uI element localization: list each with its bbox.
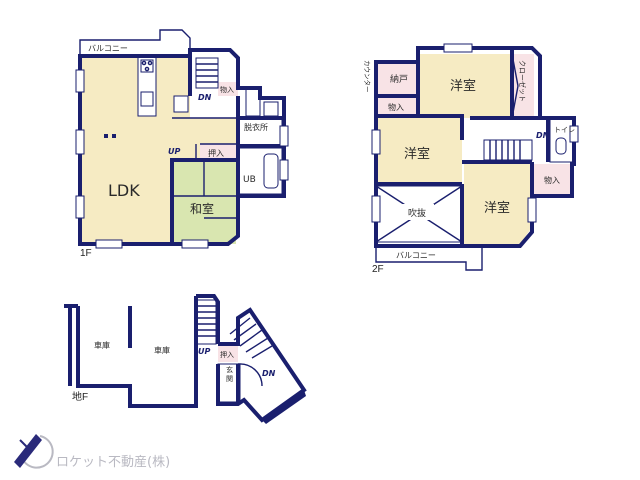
youshitsu-2f-b-room xyxy=(376,118,462,184)
stair-down-2f-label: DN xyxy=(536,131,550,140)
oshiire-b-room xyxy=(218,344,238,362)
monoire-2f-a-room xyxy=(376,96,416,116)
monoire-2f-a-label: 物入 xyxy=(388,102,404,112)
genkan-label: 玄関 xyxy=(226,365,233,383)
toilet-1f xyxy=(245,87,261,117)
monoire-2f-b-label: 物入 xyxy=(544,175,560,185)
stair-down-1f-label: DN xyxy=(198,93,212,102)
youshitsu-2f-a-label: 洋室 xyxy=(450,78,476,94)
fukinuke-label: 吹抜 xyxy=(408,207,426,219)
nando-label: 納戸 xyxy=(390,73,408,85)
balcony-1f-label: バルコニー xyxy=(88,44,128,53)
toilet-2f-bowl xyxy=(555,137,567,155)
oshiire-1f-room xyxy=(200,144,236,160)
youshitsu-2f-a-room xyxy=(420,54,512,118)
monoire-1f-label: 物入 xyxy=(220,85,234,94)
washbasin xyxy=(263,101,279,117)
floor-2f: DN バルコニー カウンター 納戸 物入 洋室 クローゼット 洋室 xyxy=(363,43,579,275)
floor-basement: 車庫 車庫 UP 押入 玄関 DN 地F xyxy=(64,294,307,424)
stairs-basement-down xyxy=(229,317,273,359)
floor-1f-tag: 1F xyxy=(80,248,92,259)
sink-icon xyxy=(140,91,154,107)
fukinuke-label-bg xyxy=(402,204,434,220)
bathtub xyxy=(263,153,279,189)
stairs-1f xyxy=(195,57,219,89)
stove-icon xyxy=(140,59,154,73)
balcony-2f xyxy=(375,248,483,271)
bath-label: UB xyxy=(243,175,256,185)
garage-a-label: 車庫 xyxy=(94,340,110,350)
stair-up-b-label: UP xyxy=(198,347,210,356)
stair-up-1f-label: UP xyxy=(168,147,180,156)
closet-room xyxy=(512,54,534,118)
ldk-room xyxy=(80,56,236,244)
wall-garage-outline xyxy=(64,296,198,408)
nando-room xyxy=(376,62,418,94)
dressing-label: 脱衣所 xyxy=(244,122,268,132)
floor-2f-tag: 2F xyxy=(372,264,384,275)
monoire-1f-room xyxy=(218,82,238,96)
toilet-2f-label: トイレ xyxy=(554,126,575,134)
garage-b-label: 車庫 xyxy=(154,345,170,355)
balcony-2f-label: バルコニー xyxy=(396,251,436,260)
stair-down-b-label: DN xyxy=(262,369,276,378)
floor-1f: バルコニー DN xyxy=(75,29,289,259)
monoire-2f-b-room xyxy=(532,164,572,194)
fridge xyxy=(173,95,189,113)
brand-name: ロケット不動産(株) xyxy=(56,454,170,470)
youshitsu-2f-c-room xyxy=(464,162,530,244)
oshiire-b-label: 押入 xyxy=(220,350,234,359)
washitsu-label: 和室 xyxy=(190,201,214,216)
stairs-2f xyxy=(483,139,533,161)
counter-label: カウンター xyxy=(363,60,372,93)
youshitsu-2f-c-label: 洋室 xyxy=(484,200,510,216)
rocket-logo-icon xyxy=(14,434,54,469)
oshiire-1f-label: 押入 xyxy=(208,148,224,158)
balcony-1f xyxy=(79,29,191,54)
youshitsu-2f-b-label: 洋室 xyxy=(404,146,430,162)
closet-label: クローゼット xyxy=(518,60,527,102)
floor-basement-tag: 地F xyxy=(72,390,88,403)
ldk-label: LDK xyxy=(108,181,140,200)
stairs-basement-up xyxy=(195,299,217,345)
